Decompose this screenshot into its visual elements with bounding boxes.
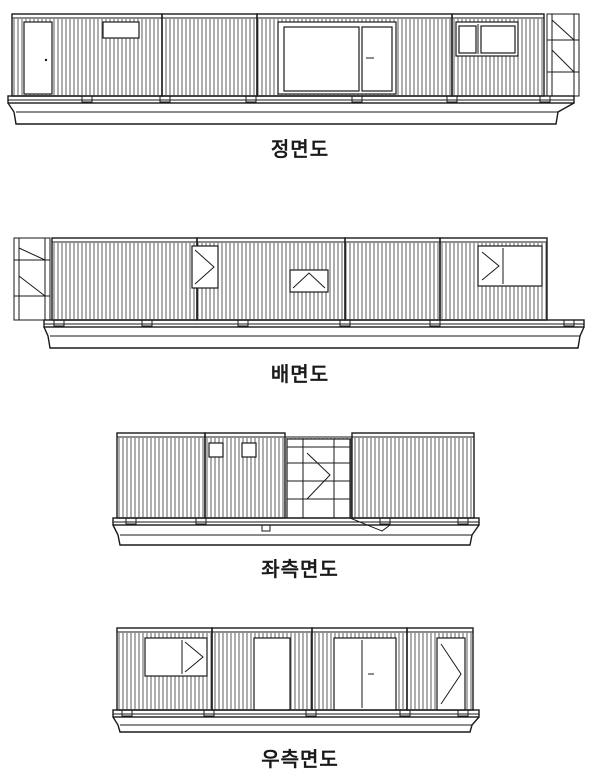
container-module-2 [161,13,258,97]
left-elevation-caption: 좌측면도 [261,557,339,581]
window-left [144,637,208,677]
foundation [112,716,480,733]
entry-door [23,21,53,95]
window-right [477,245,543,287]
window-small-1 [208,442,224,458]
right-elevation-caption: 우측면도 [261,747,339,771]
window-small-2 [289,269,329,293]
entry-ramp [349,517,391,532]
left-elevation-svg [112,432,480,546]
foundation [43,326,585,349]
window-small-2 [241,442,257,458]
left-elevation-drawing [0,425,600,550]
right-elevation-svg [112,627,480,733]
entry-step [261,525,271,532]
front-elevation-caption: 정면도 [270,137,330,161]
front-elevation-svg [7,13,580,125]
right-elevation-drawing [0,622,600,734]
vent-panel [102,21,140,39]
door-1 [253,637,291,711]
glass-entry-door [286,438,351,519]
rear-elevation-caption: 배면도 [270,362,330,386]
door-2 [436,637,466,711]
foundation [112,524,480,546]
stair-frame [13,237,51,321]
foundation [7,102,575,125]
rear-elevation-svg [13,237,585,349]
sliding-door [333,637,397,711]
rear-elevation-drawing [0,230,600,355]
front-elevation-drawing [0,0,600,135]
